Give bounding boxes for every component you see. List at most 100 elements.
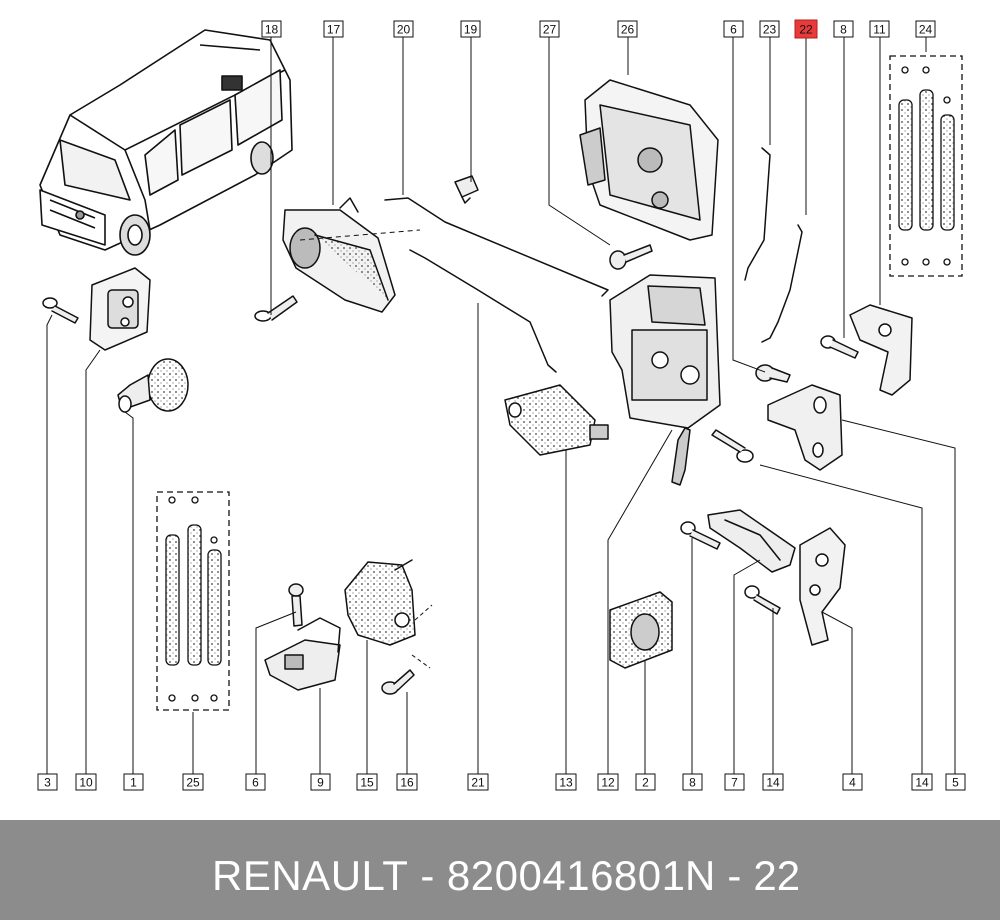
- callout-label-highlighted: 22: [794, 19, 818, 39]
- footer-part-info: RENAULT-8200416801: [212, 852, 686, 900]
- callout-text: 8: [840, 23, 847, 37]
- callout-text: 20: [397, 23, 411, 37]
- callout-text: 12: [601, 776, 615, 790]
- callout-label: 23: [759, 20, 780, 38]
- screw-part-18: [254, 295, 298, 322]
- callout-text: 24: [919, 23, 933, 37]
- reference-prefix: N: [685, 852, 716, 899]
- plate-part-10: [89, 267, 151, 351]
- callout-label: 7: [724, 773, 745, 791]
- screw-part-8-bottom: [680, 521, 721, 550]
- callout-text: 13: [559, 776, 573, 790]
- callout-text-highlighted: 22: [799, 23, 813, 37]
- callout-label: 17: [323, 20, 344, 38]
- rod-part-22: [761, 224, 803, 343]
- housing-part-15: [344, 559, 416, 646]
- rod-part-20: [384, 197, 609, 297]
- screw-part-16: [381, 669, 415, 695]
- lock-cylinder-part-1: [117, 358, 189, 413]
- brand-name: RENAULT: [212, 852, 409, 899]
- actuator-part-13: [504, 384, 609, 456]
- callout-text: 15: [360, 776, 374, 790]
- callout-label: 11: [869, 20, 890, 38]
- callout-label: 27: [539, 20, 560, 38]
- callout-label: 13: [555, 773, 577, 791]
- callout-label: 6: [723, 20, 744, 38]
- bottom-callouts: 3 10 1 25 6 9 15 16: [37, 773, 966, 791]
- callout-label: 2: [635, 773, 656, 791]
- callout-text: 6: [730, 23, 737, 37]
- footer-bar: RENAULT-8200416801 N-22: [0, 820, 1000, 920]
- rod-part-23: [744, 147, 771, 281]
- callout-text: 1: [130, 776, 137, 790]
- screw-part-27: [609, 244, 653, 270]
- callout-label: 10: [75, 773, 97, 791]
- callout-label: 19: [460, 20, 481, 38]
- bracket-part-11: [849, 304, 913, 396]
- callout-label: 24: [915, 20, 936, 38]
- callout-label: 9: [310, 773, 331, 791]
- callout-text: 5: [952, 776, 959, 790]
- callout-text: 19: [464, 23, 478, 37]
- callout-text: 14: [766, 776, 780, 790]
- callout-label: 8: [682, 773, 703, 791]
- callout-label: 3: [37, 773, 58, 791]
- reference-number: 22: [753, 852, 801, 899]
- callout-label: 4: [842, 773, 863, 791]
- rod-part-21: [409, 249, 557, 373]
- callout-label: 26: [617, 20, 638, 38]
- callout-label: 12: [597, 773, 619, 791]
- callout-label: 18: [261, 20, 282, 38]
- parts-diagram: 18 17 20 19 27 26 6 23: [37, 19, 966, 791]
- callout-text: 8: [689, 776, 696, 790]
- clip-part-19: [454, 175, 479, 204]
- callout-label: 5: [945, 773, 966, 791]
- inner-handle-part-26: [579, 79, 719, 241]
- footer-reference: N-22: [685, 852, 800, 900]
- escutcheon-part-2: [609, 591, 673, 669]
- latch-part-4: [799, 527, 846, 646]
- screw-part-3: [42, 297, 79, 324]
- callout-label: 14: [762, 773, 784, 791]
- callout-label: 16: [396, 773, 418, 791]
- callout-text: 7: [731, 776, 738, 790]
- callout-text: 27: [543, 23, 557, 37]
- strut-set-25: [156, 491, 230, 711]
- callout-label: 15: [356, 773, 378, 791]
- callout-text: 11: [873, 23, 886, 37]
- callout-text: 6: [252, 776, 259, 790]
- callout-label: 8: [833, 20, 854, 38]
- callout-text: 18: [265, 23, 279, 37]
- striker-part-5: [767, 384, 843, 471]
- callout-text: 14: [915, 776, 929, 790]
- screw-part-14-bottom: [744, 585, 781, 615]
- callout-label: 1: [123, 773, 144, 791]
- callout-label: 6: [245, 773, 266, 791]
- screw-part-8-top: [820, 335, 859, 359]
- callout-text: 3: [44, 776, 51, 790]
- leader-lines: [46, 36, 956, 775]
- callout-text: 25: [186, 776, 200, 790]
- handle-part-17: [282, 197, 396, 313]
- callout-text: 9: [317, 776, 324, 790]
- callout-label: 21: [467, 773, 489, 791]
- callout-text: 4: [849, 776, 856, 790]
- callout-text: 10: [79, 776, 93, 790]
- screw-part-14-mid: [711, 429, 754, 463]
- lever-part-7: [707, 509, 796, 573]
- callout-text: 16: [400, 776, 414, 790]
- hinge-part-9: [264, 617, 341, 691]
- lock-mechanism-part-12: [609, 274, 721, 486]
- callout-label: 20: [393, 20, 414, 38]
- callout-text: 23: [763, 23, 777, 37]
- screw-part-6-top: [755, 364, 791, 383]
- screw-part-6-bottom: [288, 583, 304, 627]
- brand-separator: -: [420, 852, 435, 899]
- strut-set-24: [889, 55, 963, 277]
- callout-label: 25: [182, 773, 204, 791]
- callout-text: 17: [327, 23, 341, 37]
- van-illustration: [39, 29, 293, 256]
- top-callouts: 18 17 20 19 27 26 6 23: [261, 19, 936, 39]
- reference-separator: -: [727, 852, 742, 899]
- callout-text: 21: [471, 776, 485, 790]
